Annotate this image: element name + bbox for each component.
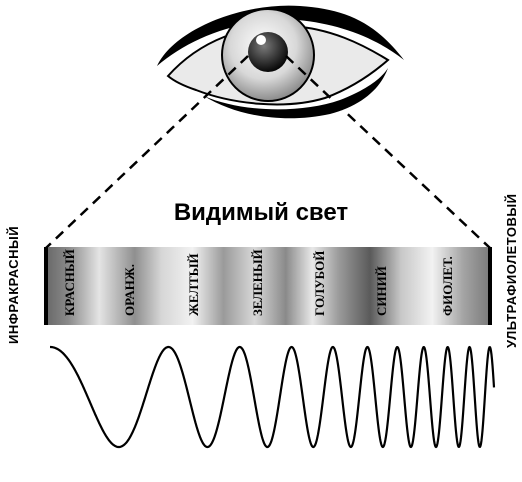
band-label: ОРАНЖ. [122, 264, 137, 316]
band-label: КРАСНЫЙ [62, 249, 77, 316]
diagram-title: Видимый свет [173, 199, 349, 226]
ultraviolet-label: УЛЬТРАФИОЛЕТОВЫЙ [504, 193, 519, 349]
band-label: ГОЛУБОЙ [312, 250, 327, 316]
pupil-highlight [256, 35, 266, 45]
projection-line-left [45, 55, 249, 249]
upper-eyelid-lash [157, 5, 404, 66]
visible-spectrum-band [46, 247, 490, 325]
band-label: ЖЕЛТЫЙ [186, 253, 201, 316]
band-label: ЗЕЛЕНЫЙ [250, 249, 265, 316]
wavelength-wave [49, 345, 496, 449]
band-label: ФИОЛЕТ. [440, 256, 455, 316]
pupil [248, 32, 288, 72]
eye-illustration [157, 5, 404, 119]
projection-line-right [285, 55, 491, 249]
infrared-label: ИНФРАКРАСНЫЙ [6, 225, 21, 344]
lower-eyelid [204, 68, 388, 119]
band-label: СИНИЙ [374, 266, 389, 316]
